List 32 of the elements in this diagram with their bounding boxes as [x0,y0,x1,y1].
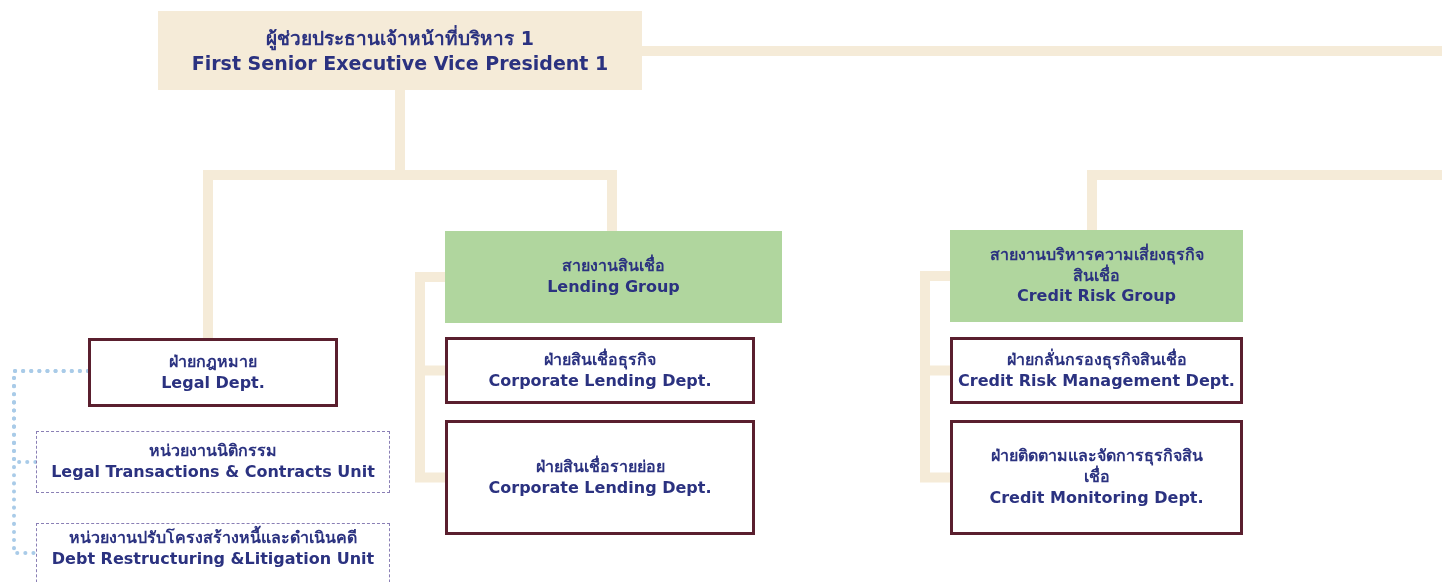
department-box [445,420,755,535]
dotted-connector [12,369,90,555]
unit-box [36,523,390,582]
department-box [88,338,338,407]
thai-name: ฝ่ายกลั่นกรองธุรกิจสินเชื่อ [1006,349,1187,371]
department-box [950,337,1243,404]
thai-name: สายงานบริหารความเสี่ยงธุรกิจสินเชื่อ [989,244,1204,287]
group-box [445,231,782,323]
group-box [950,230,1243,322]
english-name: Legal Transactions & Contracts Unit [51,462,375,483]
english-name: Credit Monitoring Dept. [989,487,1204,509]
department-box [445,337,755,404]
english-name: Credit Risk Group [1016,286,1176,308]
english-name: Debt Restructuring &Litigation Unit [51,548,375,570]
thai-name: ฝ่ายสินเชื่อธุรกิจ [544,349,656,371]
executive-box [158,11,642,90]
thai-name: สายงานสินเชื่อ [562,256,665,277]
english-name: Lending Group [547,277,680,298]
connector-line [1087,170,1442,230]
english-name: First Senior Executive Vice President 1 [191,51,609,76]
unit-box [36,431,390,493]
thai-name: ฝ่ายติดตามและจัดการธุรกิจสินเชื่อ [989,446,1204,488]
connector-line [642,46,1442,56]
thai-name: ผู้ช่วยประธานเจ้าหน้าที่บริหาร 1 [266,25,534,51]
english-name: Credit Risk Management Dept. [958,370,1235,392]
english-name: Legal Dept. [161,372,265,394]
english-name: Corporate Lending Dept. [488,477,712,499]
department-box [950,420,1243,535]
thai-name: ฝ่ายสินเชื่อรายย่อย [535,456,665,478]
thai-name: หน่วยงานนิติกรรม [149,441,277,462]
english-name: Corporate Lending Dept. [488,370,712,392]
thai-name: ฝ่ายกฎหมาย [169,351,257,373]
